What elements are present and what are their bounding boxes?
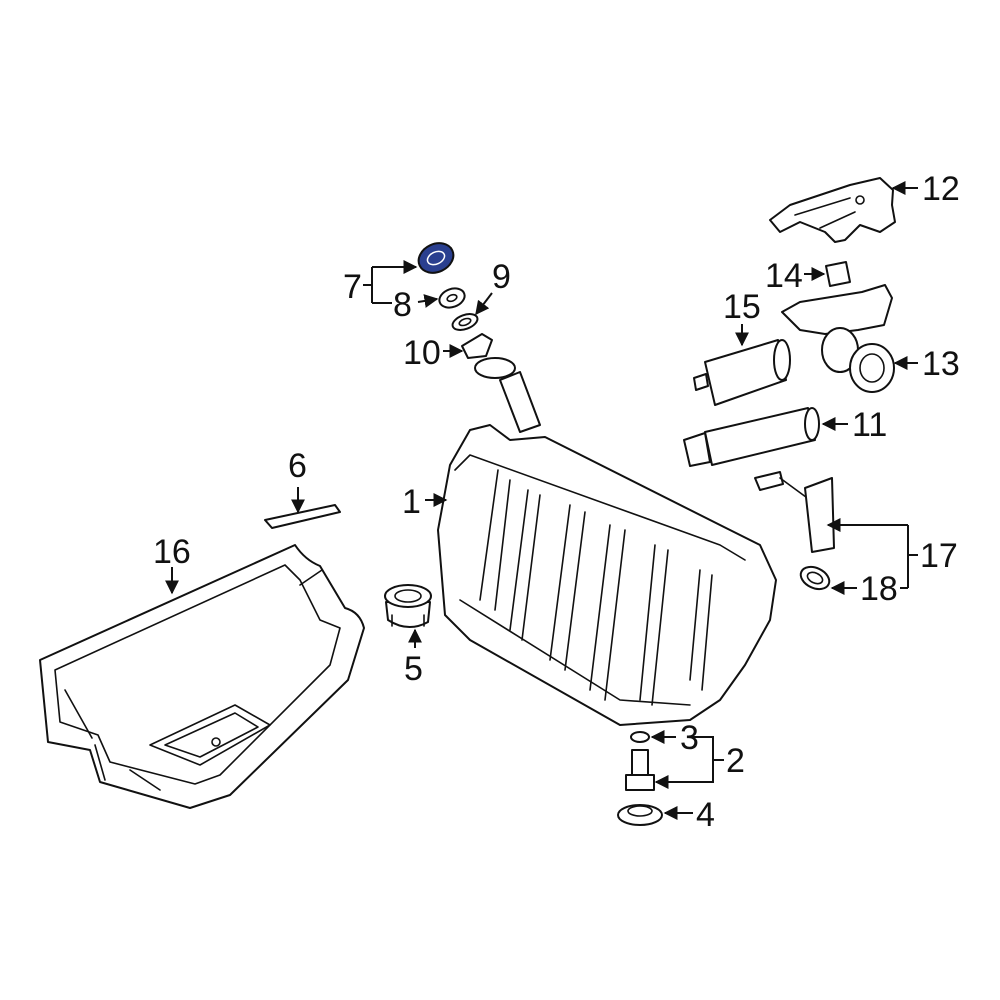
svg-text:4: 4 xyxy=(696,796,715,834)
svg-text:7: 7 xyxy=(343,268,362,306)
part-16-shield[interactable] xyxy=(39,544,365,809)
part-7-filler-cap[interactable] xyxy=(414,238,458,279)
svg-text:18: 18 xyxy=(860,570,898,608)
callout-6: 6 xyxy=(288,447,307,514)
part-11-fuel-pump[interactable] xyxy=(683,407,820,467)
callout-16: 16 xyxy=(153,533,191,595)
part-6-strip[interactable] xyxy=(264,504,341,529)
callout-5: 5 xyxy=(404,628,423,688)
callout-2: 2 xyxy=(654,736,745,789)
svg-text:16: 16 xyxy=(153,533,191,571)
callout-1: 1 xyxy=(402,483,448,521)
part-4-plug-seat[interactable] xyxy=(617,804,663,826)
callout-13: 13 xyxy=(893,345,960,383)
callout-11: 11 xyxy=(821,406,887,444)
callout-4: 4 xyxy=(663,796,715,834)
svg-text:12: 12 xyxy=(922,170,960,208)
svg-text:3: 3 xyxy=(680,719,699,757)
callout-15: 15 xyxy=(723,288,761,347)
part-10-clip[interactable] xyxy=(461,333,493,359)
svg-text:15: 15 xyxy=(723,288,761,326)
part-14-bushing[interactable] xyxy=(825,261,851,287)
svg-text:5: 5 xyxy=(404,650,423,688)
part-17-sending-unit[interactable] xyxy=(754,471,835,553)
part-9-gasket[interactable] xyxy=(450,311,479,333)
callout-10: 10 xyxy=(403,334,464,372)
svg-text:11: 11 xyxy=(852,406,887,444)
callout-12: 12 xyxy=(891,170,960,208)
part-18-o-ring[interactable] xyxy=(797,563,833,594)
part-8-seal[interactable] xyxy=(437,285,468,311)
svg-text:13: 13 xyxy=(922,345,960,383)
part-1-fuel-tank[interactable] xyxy=(437,357,777,726)
part-15-fuel-filter[interactable] xyxy=(693,339,791,406)
callout-8: 8 xyxy=(372,286,439,324)
svg-text:14: 14 xyxy=(765,257,803,295)
callout-3: 3 xyxy=(650,719,699,757)
svg-text:10: 10 xyxy=(403,334,441,372)
svg-text:2: 2 xyxy=(726,742,745,780)
svg-text:9: 9 xyxy=(492,258,511,296)
callout-9: 9 xyxy=(475,258,511,316)
svg-text:1: 1 xyxy=(402,483,421,521)
svg-text:17: 17 xyxy=(920,537,958,575)
svg-text:8: 8 xyxy=(393,286,412,324)
callout-18: 18 xyxy=(830,570,908,608)
part-3-washer[interactable] xyxy=(630,731,650,743)
part-2-drain-plug[interactable] xyxy=(625,749,655,791)
callout-17: 17 xyxy=(826,518,958,588)
part-13-clamp[interactable] xyxy=(781,284,895,393)
part-12-bracket[interactable] xyxy=(769,177,896,243)
part-5-sender-ring[interactable] xyxy=(384,584,432,628)
callout-7: 7 xyxy=(343,260,418,306)
callout-14: 14 xyxy=(765,257,826,295)
svg-text:6: 6 xyxy=(288,447,307,485)
